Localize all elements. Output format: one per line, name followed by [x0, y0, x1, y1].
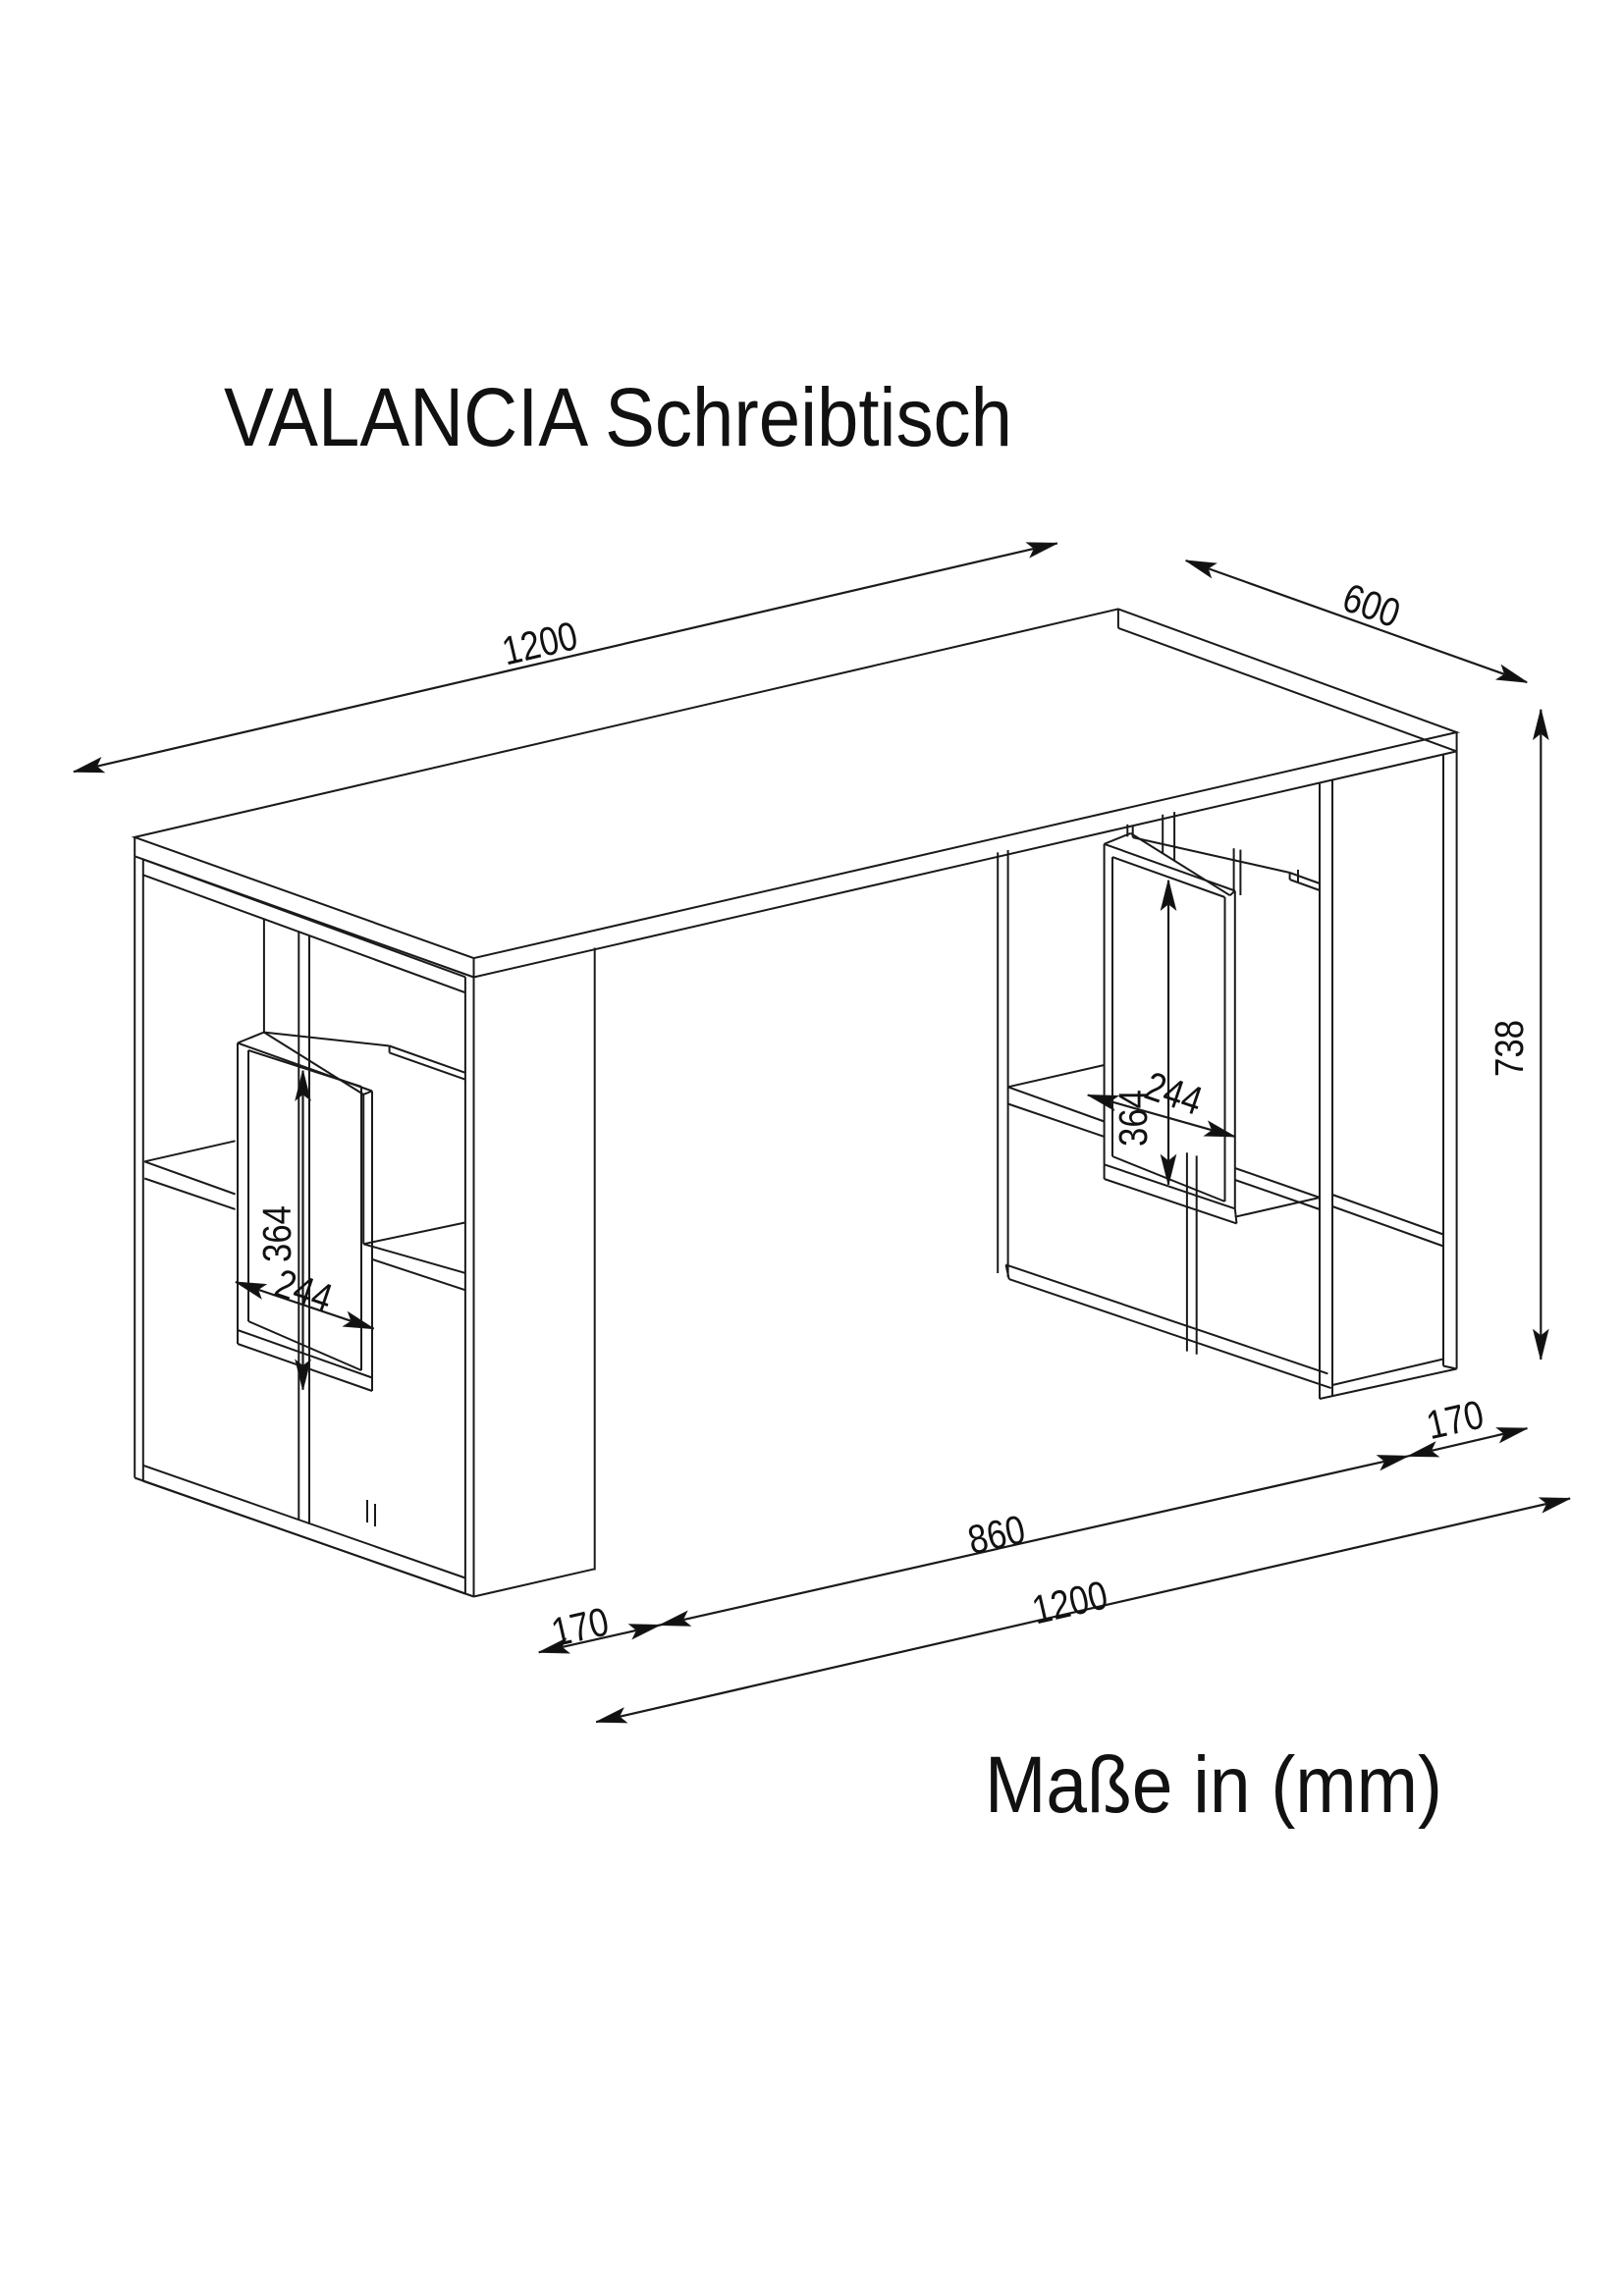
svg-text:Maße in (mm): Maße in (mm): [985, 1740, 1442, 1830]
svg-text:364: 364: [254, 1205, 299, 1262]
svg-text:738: 738: [1487, 1020, 1532, 1077]
svg-text:364: 364: [1110, 1090, 1156, 1147]
svg-text:VALANCIA Schreibtisch: VALANCIA Schreibtisch: [224, 371, 1012, 463]
